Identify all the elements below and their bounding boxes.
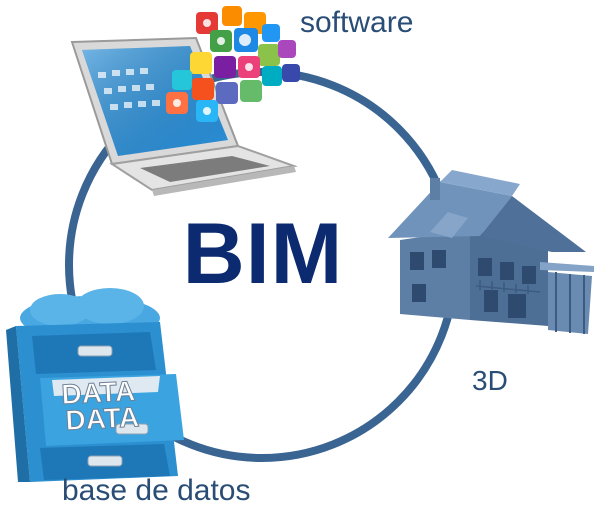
house-3d-icon: [388, 170, 594, 334]
app-icons-cluster-icon: [166, 6, 300, 122]
database-label: base de datos: [62, 474, 251, 507]
3d-label: 3D: [472, 365, 508, 396]
cabinet-data-label: DATA: [65, 401, 140, 436]
file-cabinet-icon: [6, 288, 184, 482]
cabinet-data-label: DATA: [61, 375, 136, 410]
software-label: software: [300, 6, 414, 39]
bim-title: BIM: [182, 206, 344, 302]
